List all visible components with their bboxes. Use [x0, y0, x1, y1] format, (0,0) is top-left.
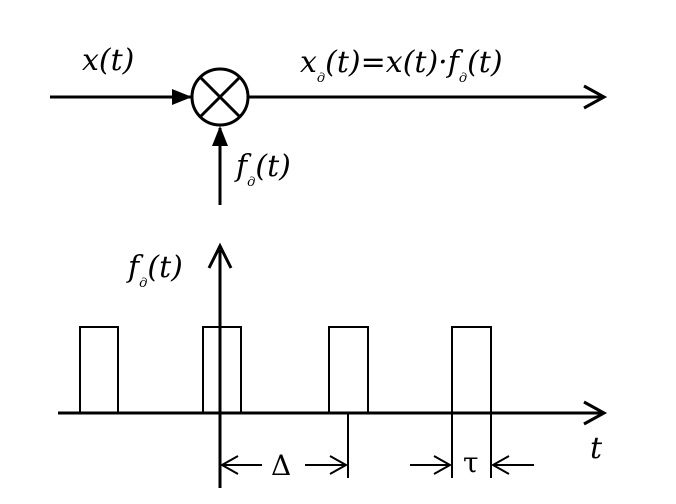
- width-arrow-left: [433, 455, 453, 475]
- output-label: xд(t)=x(t)·fд(t): [300, 45, 503, 86]
- period-arrow-right: [329, 455, 349, 475]
- carrier-arrowhead: [212, 126, 228, 146]
- vertical-axis-label: fд(t): [126, 250, 183, 291]
- period-label: Δ: [271, 449, 291, 482]
- multiplier-cross-b: [199, 76, 241, 118]
- vertical-axis-arrowhead: [207, 242, 233, 269]
- time-axis-arrowhead: [583, 400, 608, 426]
- pulse-3: [328, 326, 369, 413]
- time-axis-label: t: [590, 431, 603, 466]
- input-label: x(t): [82, 43, 134, 78]
- period-arrow-left: [219, 455, 239, 475]
- input-arrowhead: [172, 89, 192, 105]
- output-arrowhead: [583, 84, 608, 110]
- width-label: τ: [463, 446, 479, 479]
- pulse-2: [202, 326, 242, 413]
- pulse-1: [79, 326, 119, 413]
- carrier-label: fд(t): [234, 149, 291, 190]
- pulse-4: [451, 326, 492, 413]
- width-arrow-right: [490, 455, 510, 475]
